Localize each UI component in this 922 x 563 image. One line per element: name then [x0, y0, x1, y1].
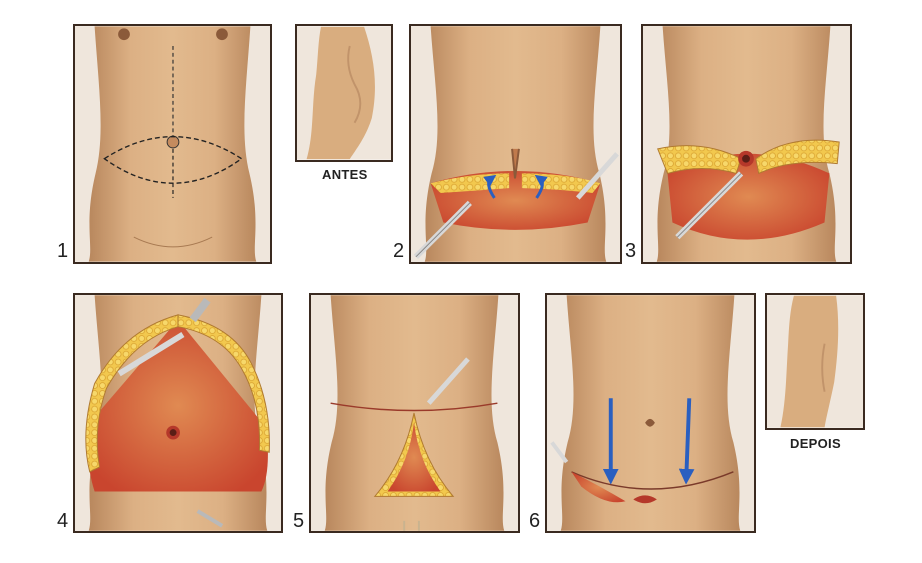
step-5-number: 5: [293, 510, 305, 532]
step-3-number: 3: [625, 240, 637, 262]
before-caption: ANTES: [322, 167, 368, 182]
step-2-number: 2: [393, 240, 405, 262]
after-caption: DEPOIS: [790, 436, 841, 451]
step-5-panel: [309, 293, 520, 533]
closure-illustration: [547, 295, 754, 531]
step-3-panel: [641, 24, 852, 264]
torso-markings-illustration: [75, 26, 270, 262]
initial-incision-illustration: [411, 26, 620, 262]
step-4-number: 4: [57, 510, 69, 532]
side-profile-before-illustration: [297, 26, 391, 160]
side-profile-after-illustration: [767, 295, 863, 428]
before-panel: [295, 24, 393, 162]
full-flap-undermining-illustration: [75, 295, 281, 531]
flap-elevation-illustration: [643, 26, 850, 262]
step-6-number: 6: [529, 510, 541, 532]
step-2-panel: [409, 24, 622, 264]
step-1-number: 1: [57, 240, 69, 262]
step-4-panel: [73, 293, 283, 533]
step-1-panel: [73, 24, 272, 264]
after-panel: [765, 293, 865, 430]
step-6-panel: [545, 293, 756, 533]
flap-advancement-illustration: [311, 295, 518, 531]
